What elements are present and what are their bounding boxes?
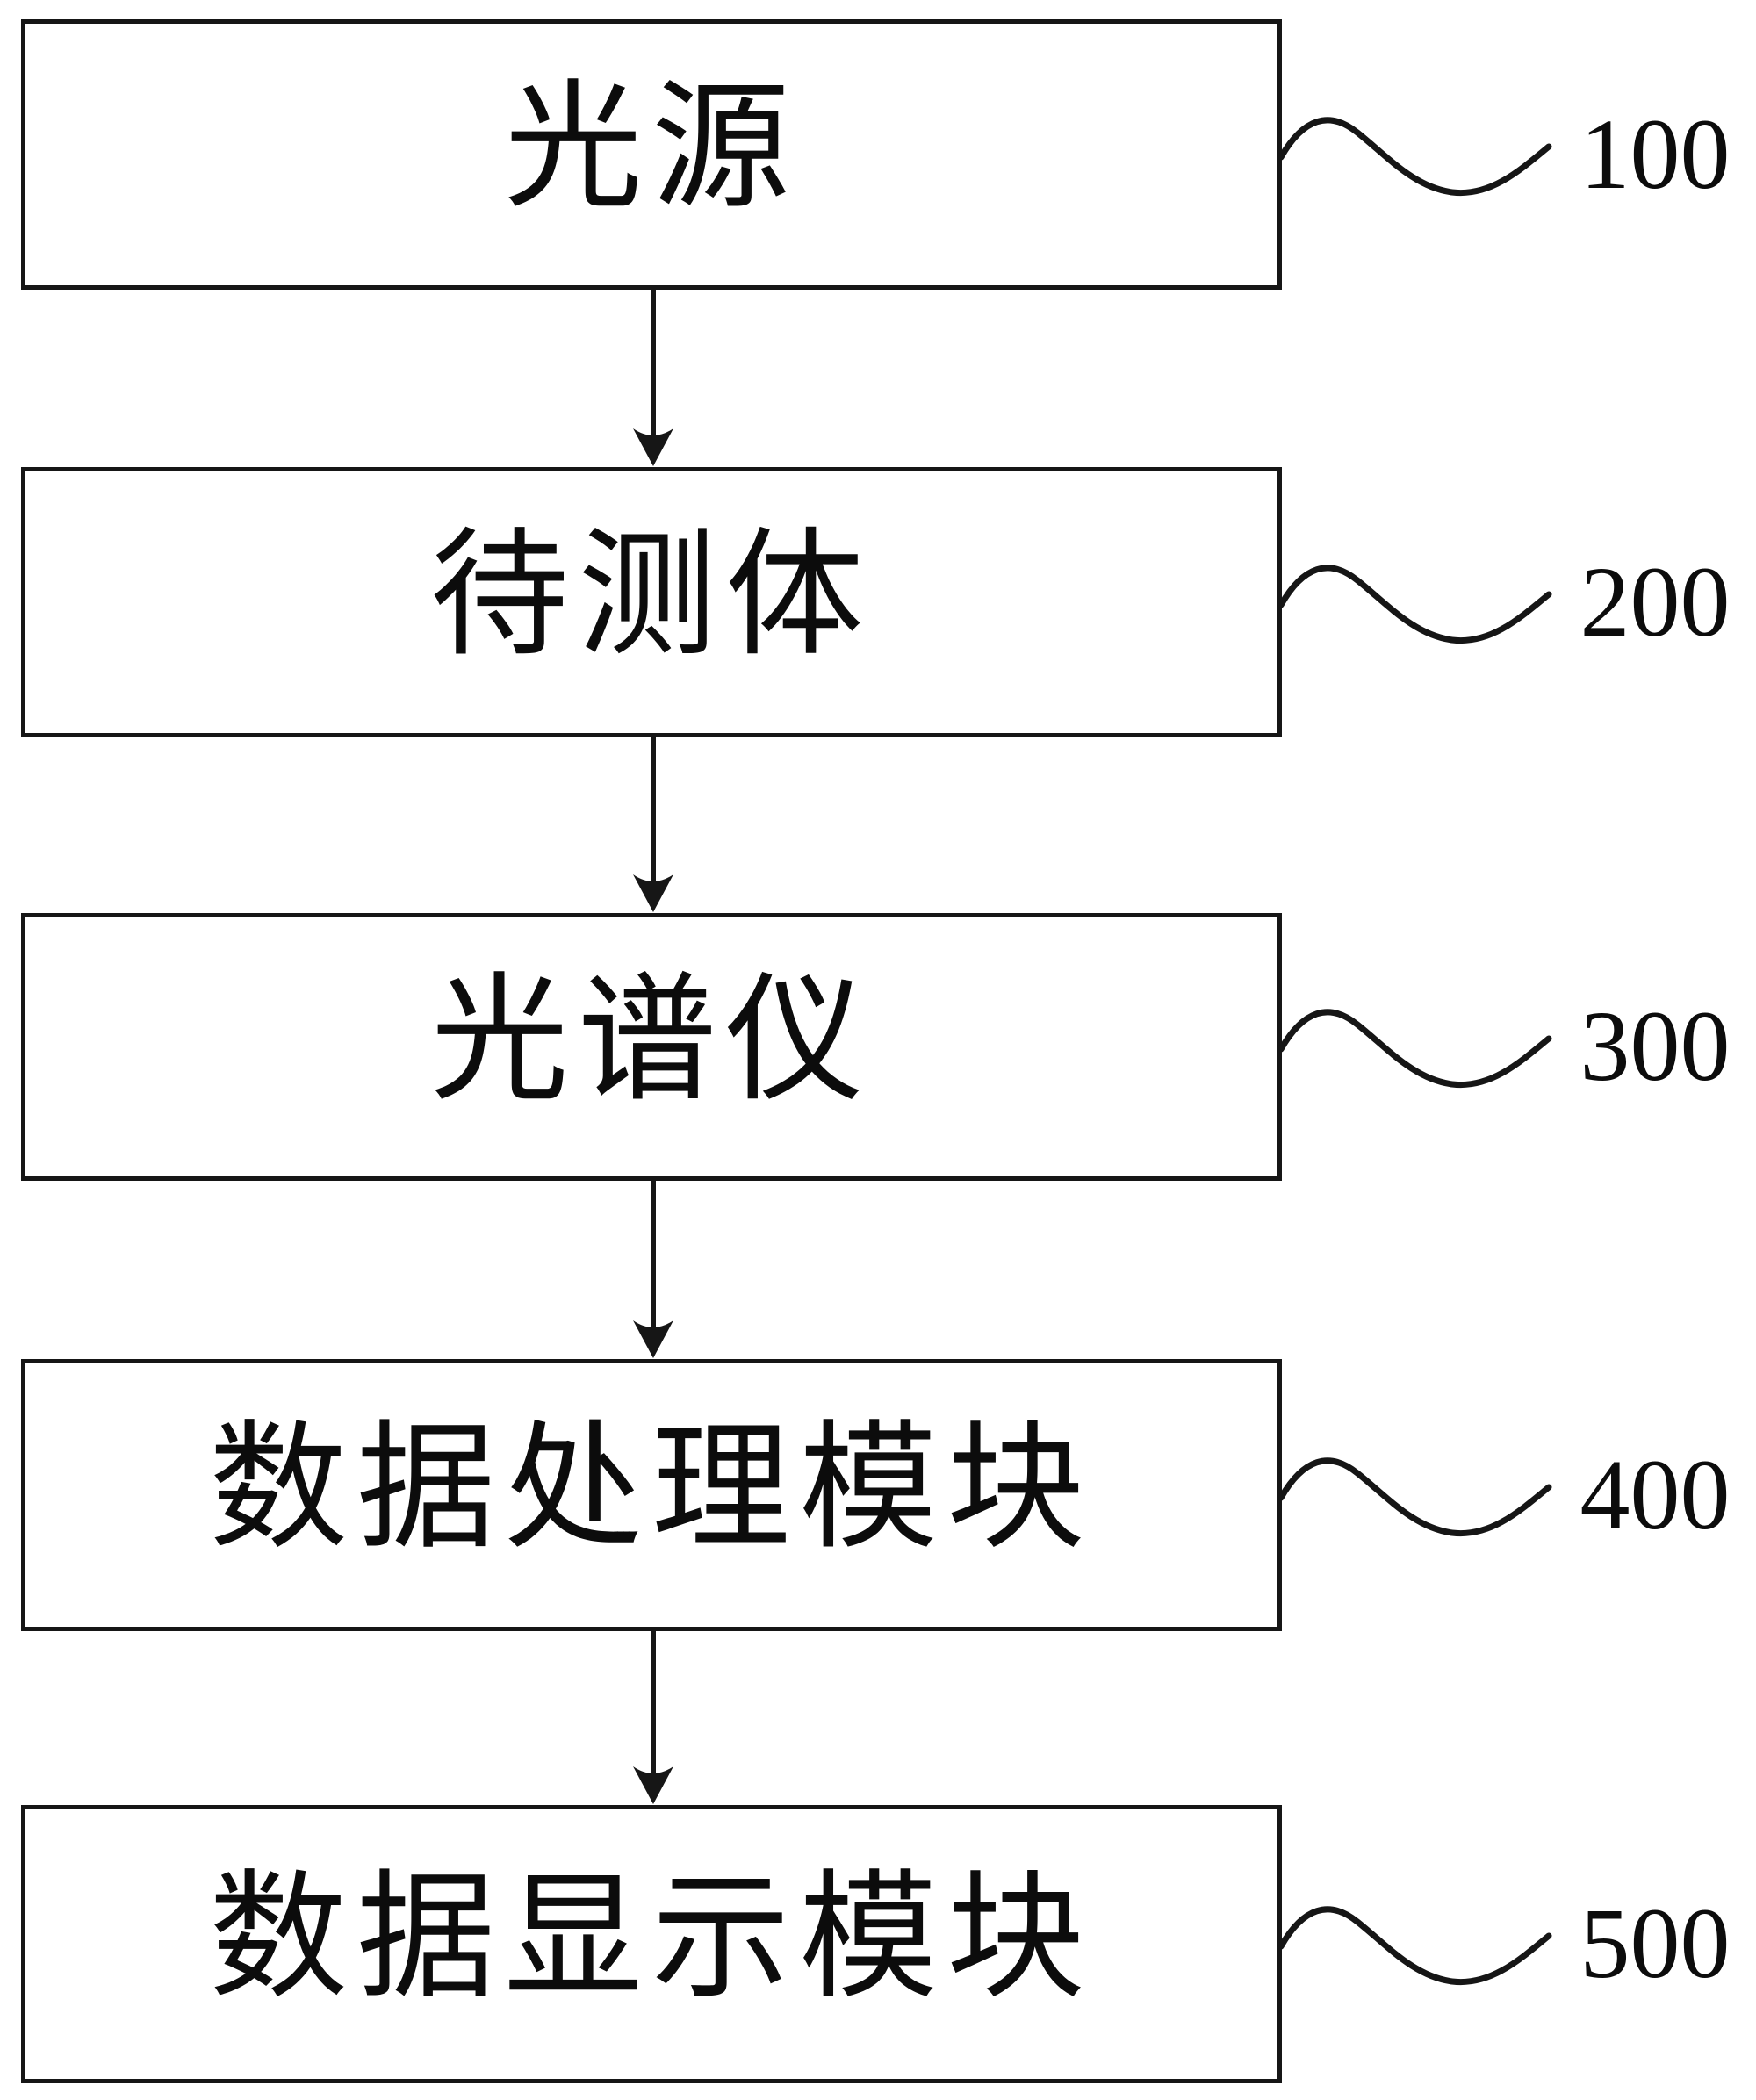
ref-number-500: 500 (1580, 1888, 1731, 1999)
arrowhead-shape (633, 1766, 673, 1804)
wave-connector (1278, 1906, 1552, 1986)
module-label: 数据显示模块 (209, 1861, 1094, 2016)
arrow-stem (651, 290, 656, 435)
arrowhead-shape (633, 1320, 673, 1358)
down-arrow-icon (633, 1320, 673, 1358)
wave-connector (1278, 565, 1552, 644)
arrow-stem (651, 1631, 656, 1773)
module-box-spectrometer: 光谱仪 (21, 913, 1282, 1181)
module-box-test-object: 待测体 (21, 467, 1282, 737)
wave-connector (1278, 117, 1552, 197)
wave-path (1278, 1906, 1552, 1986)
wave-connector (1278, 1457, 1552, 1537)
wave-path (1278, 117, 1552, 197)
ref-number-300: 300 (1580, 990, 1731, 1102)
module-box-data-display: 数据显示模块 (21, 1805, 1282, 2083)
down-arrow-icon (633, 874, 673, 912)
module-label: 光谱仪 (430, 964, 873, 1118)
down-arrow-icon (633, 1766, 673, 1804)
module-box-light-source: 光源 (21, 19, 1282, 290)
arrowhead-shape (633, 874, 673, 912)
arrowhead-shape (633, 428, 673, 466)
module-label: 待测体 (430, 520, 873, 673)
wave-path (1278, 1009, 1552, 1089)
ref-number-400: 400 (1580, 1439, 1731, 1550)
module-box-data-processing: 数据处理模块 (21, 1359, 1282, 1631)
arrow-stem (651, 1181, 656, 1327)
wave-connector (1278, 1009, 1552, 1089)
down-arrow-icon (633, 428, 673, 466)
wave-path (1278, 565, 1552, 644)
ref-number-200: 200 (1580, 546, 1731, 658)
wave-path (1278, 1457, 1552, 1537)
arrow-stem (651, 737, 656, 881)
module-label: 数据处理模块 (209, 1413, 1094, 1566)
module-label: 光源 (504, 72, 799, 226)
ref-number-100: 100 (1580, 98, 1731, 210)
